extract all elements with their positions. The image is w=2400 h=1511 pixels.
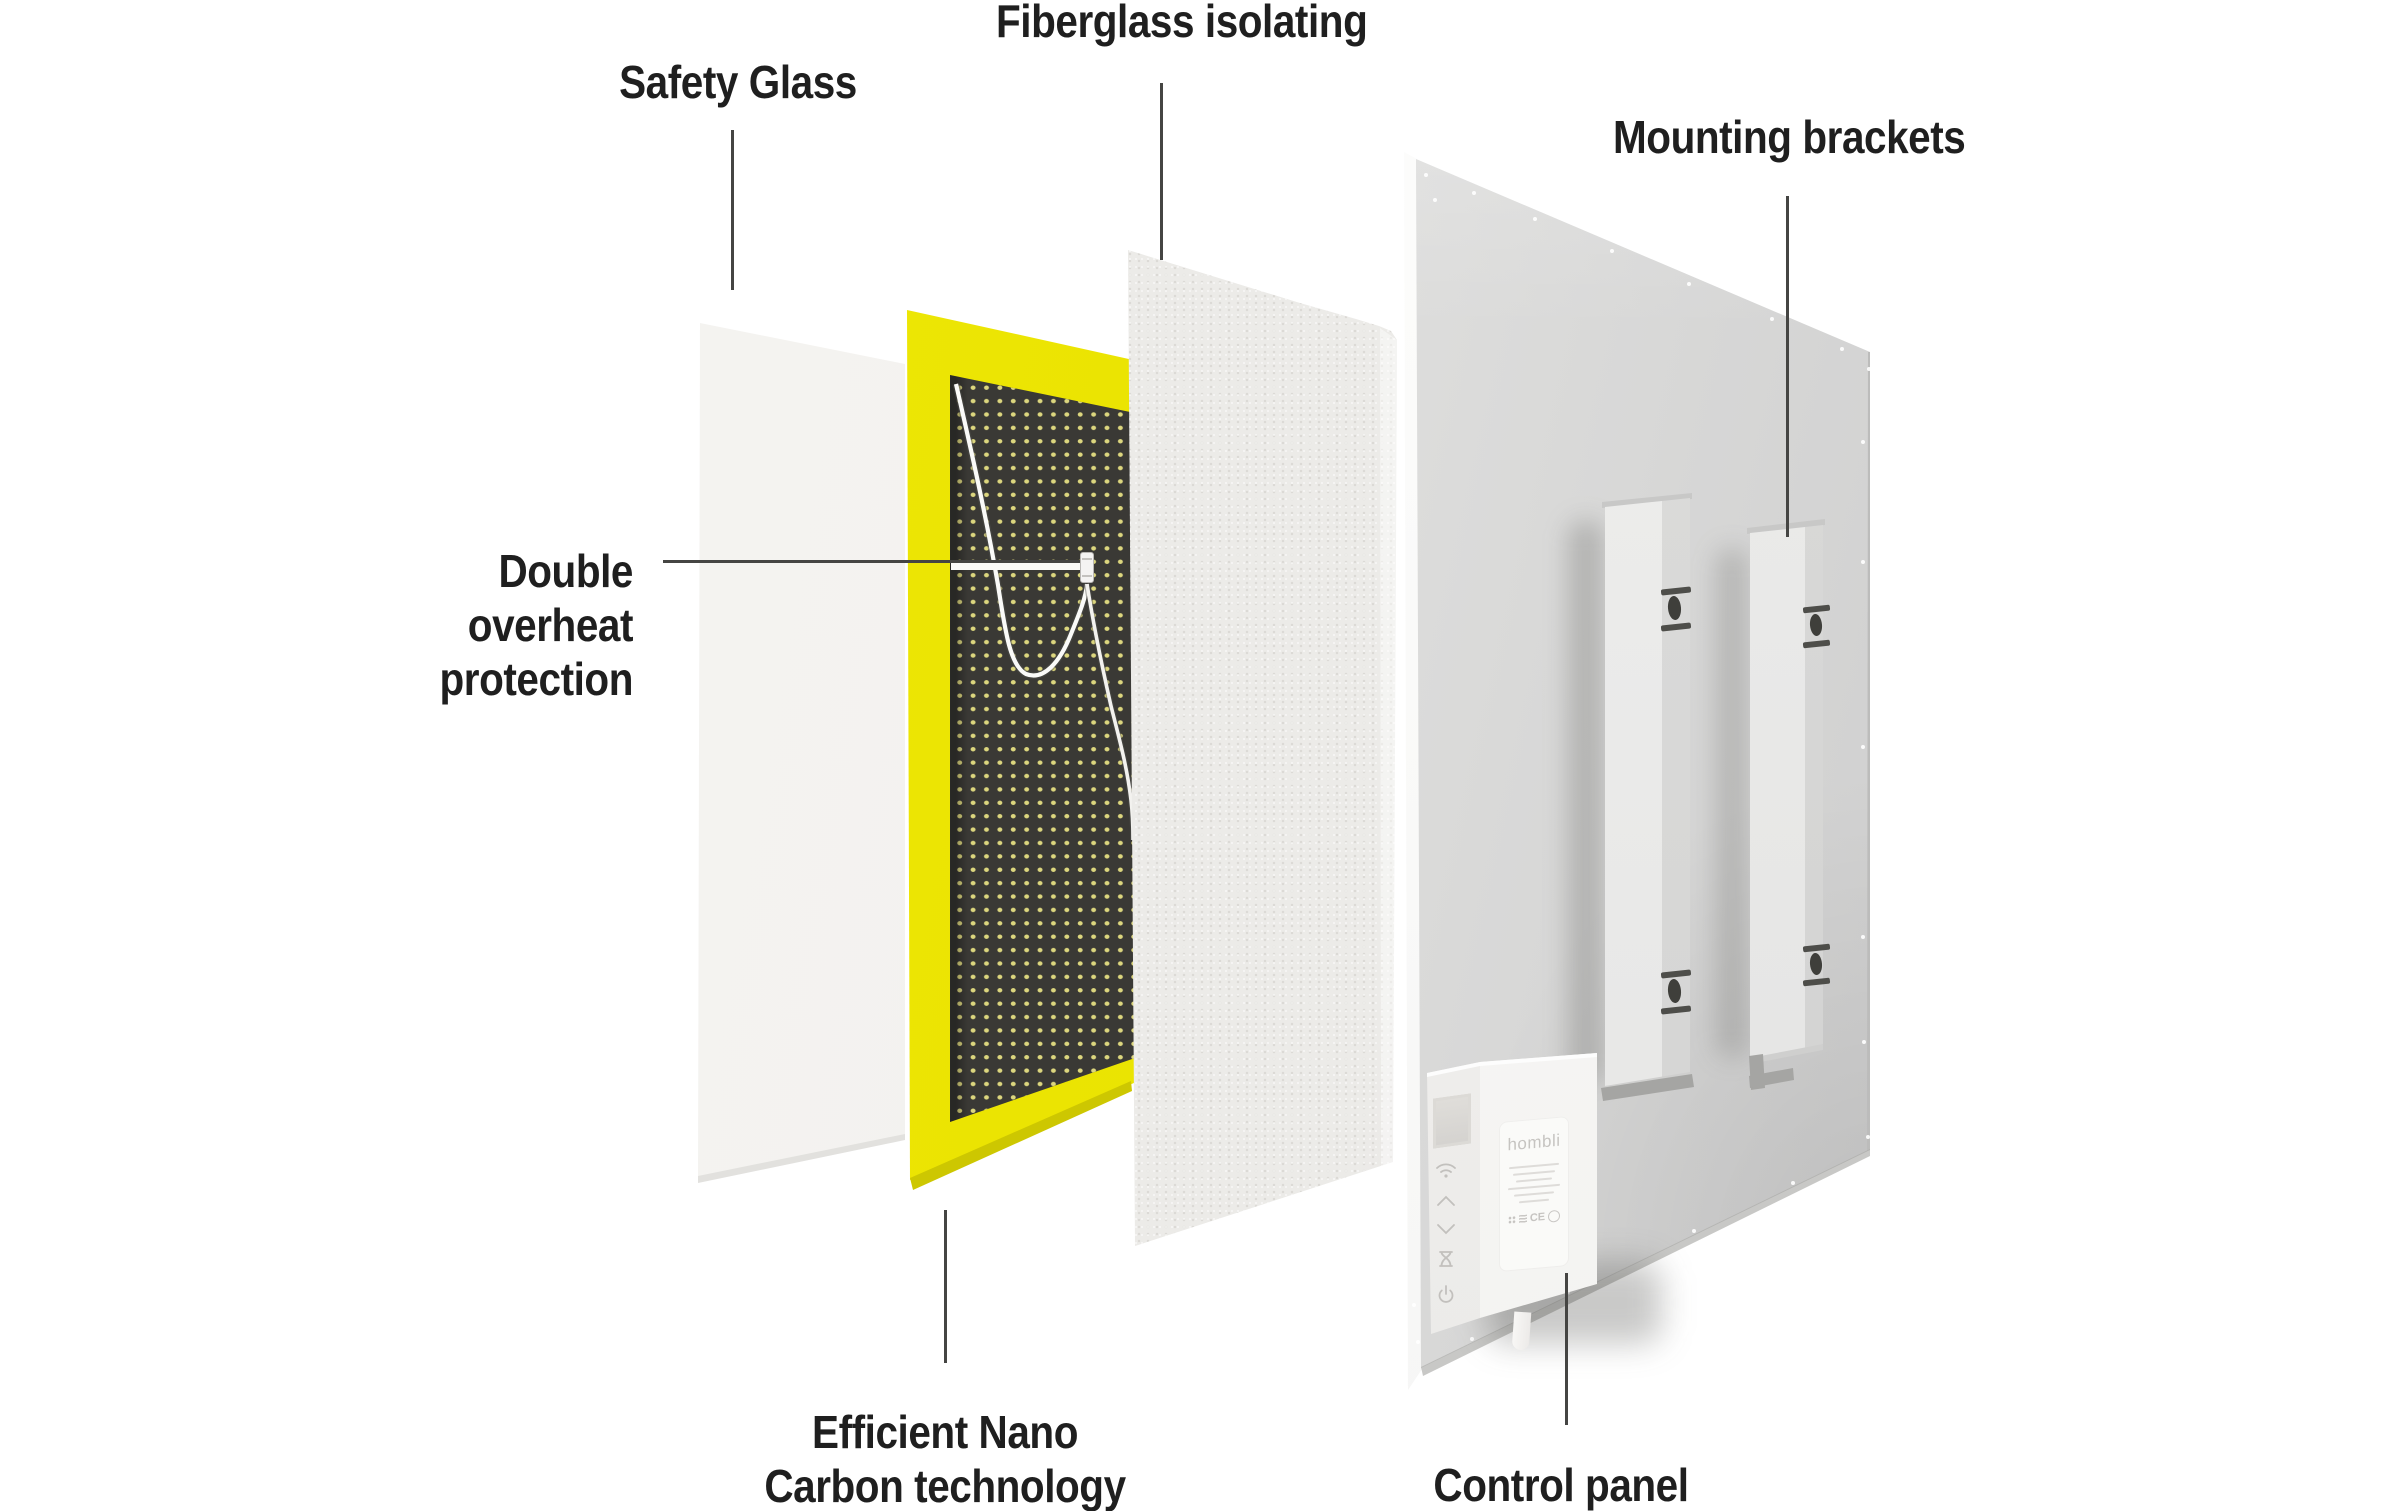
- chevron-up-icon: [1433, 1188, 1459, 1214]
- screw-hole: [1866, 1135, 1870, 1139]
- screw-hole: [1412, 1303, 1416, 1307]
- cert-circle-icon: [1548, 1209, 1561, 1223]
- screw-hole: [1867, 367, 1871, 371]
- safety-glass-label: Safety Glass: [619, 56, 857, 108]
- overheat-pointer-line: [663, 560, 1081, 563]
- overheat-pointer-glow: [951, 562, 1081, 570]
- mounting-brackets-pointer-line: [1786, 196, 1789, 537]
- screw-hole: [1470, 1337, 1474, 1341]
- control-panel-label: Control panel: [1433, 1459, 1689, 1511]
- control-panel-pointer-line: [1565, 1273, 1568, 1425]
- device-brand: hombli: [1507, 1130, 1561, 1155]
- screw-hole: [1840, 347, 1844, 351]
- nano-label-line: Carbon technology: [764, 1460, 1126, 1511]
- safety-glass-pointer-line: [731, 130, 734, 290]
- mounting-brackets-label: Mounting brackets: [1613, 111, 1966, 163]
- screw-hole: [1687, 282, 1691, 286]
- screw-hole: [1416, 1340, 1420, 1344]
- chevron-down-icon: [1433, 1216, 1459, 1242]
- overheat-label-line: overheat: [467, 599, 634, 651]
- device-spec-line: [1516, 1177, 1552, 1183]
- bracket-shadow: [1716, 548, 1748, 1058]
- screw-hole: [1861, 745, 1865, 749]
- screw-hole: [1424, 173, 1428, 177]
- device-spec-line: [1508, 1183, 1560, 1191]
- bracket-shadow: [1568, 520, 1604, 1085]
- certification-row: CE: [1500, 1209, 1568, 1227]
- device-label-panel: hombli CE: [1500, 1117, 1568, 1271]
- weee-mark-icon: [1518, 1214, 1527, 1224]
- fiberglass-pointer-line: [1160, 83, 1163, 260]
- screw-hole: [1791, 1181, 1795, 1185]
- overheat-label-line: Double: [498, 545, 633, 597]
- screw-hole: [1610, 249, 1614, 253]
- overheat-protection-label: Double overheat protection: [281, 544, 633, 706]
- overheat-sensor-connector: [1080, 552, 1094, 583]
- timer-icon: [1433, 1246, 1459, 1272]
- wifi-icon: [1433, 1157, 1459, 1183]
- screw-hole: [1770, 317, 1774, 321]
- screw-hole: [1862, 1040, 1866, 1044]
- device-spec-line: [1513, 1170, 1555, 1176]
- device-spec-line: [1519, 1198, 1549, 1204]
- screw-hole: [1692, 1229, 1696, 1233]
- device-spec-line: [1509, 1162, 1559, 1170]
- screw-hole: [1861, 560, 1865, 564]
- fiberglass-label: Fiberglass isolating: [996, 0, 1368, 47]
- screw-hole: [1533, 217, 1537, 221]
- power-icon: [1433, 1281, 1459, 1307]
- screw-hole: [1472, 191, 1476, 195]
- device-display: [1433, 1093, 1471, 1149]
- recycle-mark-icon: [1507, 1215, 1516, 1225]
- nano-carbon-label: Efficient Nano Carbon technology: [725, 1405, 1165, 1511]
- ce-mark: CE: [1529, 1211, 1546, 1225]
- nano-carbon-pointer-line: [944, 1210, 947, 1363]
- overheat-label-line: protection: [439, 653, 633, 705]
- device-cable: [1511, 1311, 1532, 1351]
- screw-hole: [1861, 935, 1865, 939]
- device-spec-line: [1514, 1191, 1554, 1197]
- screw-hole: [1433, 198, 1437, 202]
- screw-hole: [1861, 440, 1865, 444]
- nano-label-line: Efficient Nano: [812, 1406, 1078, 1458]
